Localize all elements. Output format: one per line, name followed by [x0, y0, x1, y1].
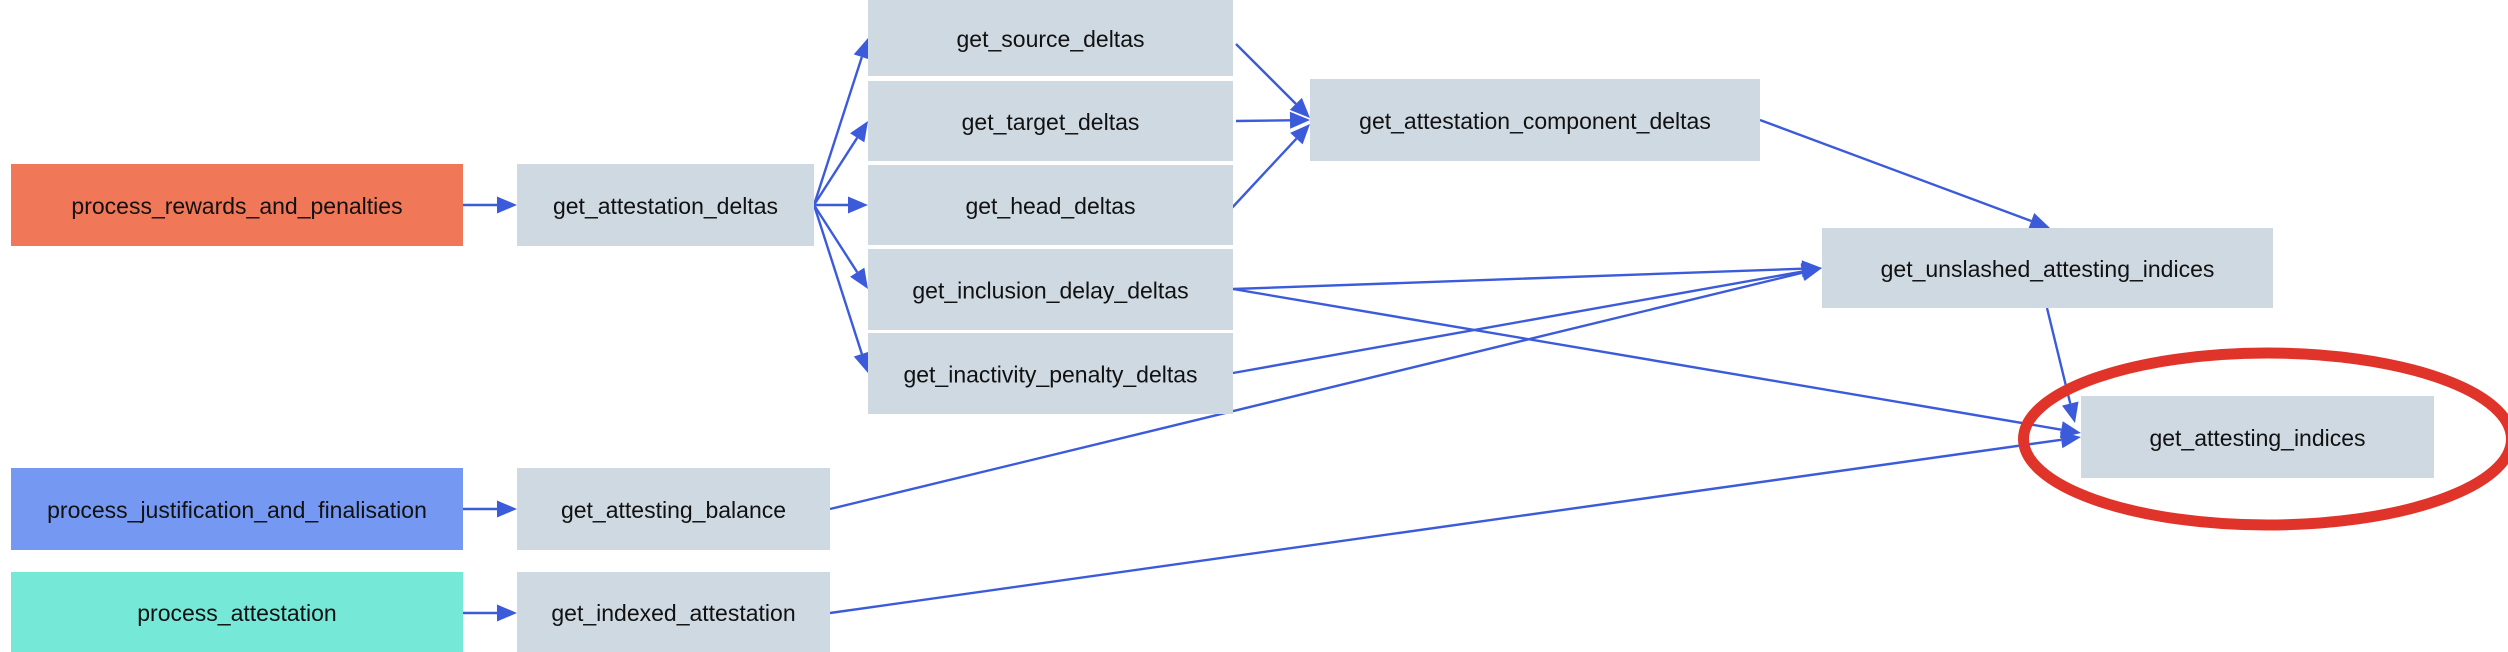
nodes-layer: process_rewards_and_penalties process_jus…: [11, 0, 2434, 652]
arrowhead-icon: [2060, 431, 2081, 449]
node-label: get_inactivity_penalty_deltas: [903, 362, 1197, 388]
arrowhead-icon: [1289, 111, 1310, 129]
node-process-justification-and-finalisation[interactable]: process_justification_and_finalisation: [11, 468, 463, 550]
node-label: get_indexed_attestation: [551, 600, 795, 626]
arrowhead-icon: [853, 351, 870, 373]
node-box: [1822, 228, 2273, 308]
arrowhead-icon: [497, 500, 517, 518]
node-box: [11, 468, 463, 550]
node-box: [868, 249, 1233, 330]
node-get-head-deltas[interactable]: get_head_deltas: [868, 165, 1233, 245]
node-box: [517, 572, 830, 652]
edge-line: [1232, 287, 2062, 431]
node-process-rewards-and-penalties[interactable]: process_rewards_and_penalties: [11, 164, 463, 246]
edge-get_attestation_deltas-to-get_head_deltas: [814, 196, 868, 214]
node-get-target-deltas[interactable]: get_target_deltas: [868, 81, 1233, 161]
arrowhead-icon: [2062, 401, 2079, 423]
edge-line: [1229, 137, 1298, 211]
edge-get_indexed_attestation-to-get_attesting_indices: [829, 431, 2081, 615]
edge-get_attestation_component_deltas-to-get_unslashed_attesting_indices: [1759, 118, 2050, 229]
node-process-attestation[interactable]: process_attestation: [11, 572, 463, 652]
node-get-inclusion-delay-deltas[interactable]: get_inclusion_delay_deltas: [868, 249, 1233, 330]
overlay-layer: [2018, 347, 2508, 531]
node-box: [517, 468, 830, 550]
node-get-source-deltas[interactable]: get_source_deltas: [868, 0, 1233, 76]
node-box: [2081, 396, 2434, 478]
edge-process_justification_and_finalisation-to-get_attesting_balance: [463, 500, 517, 518]
edge-line: [1232, 270, 1803, 375]
edge-get_target_deltas-to-get_attestation_component_deltas: [1235, 111, 1310, 129]
edge-get_attestation_deltas-to-get_inactivity_penalty_deltas: [812, 204, 870, 373]
node-label: process_attestation: [137, 600, 336, 626]
edge-line: [1235, 43, 1297, 105]
arrowhead-icon: [848, 196, 868, 214]
edge-line: [812, 56, 863, 206]
edge-line: [812, 204, 864, 355]
arrowhead-icon: [850, 267, 868, 289]
edge-get_attestation_deltas-to-get_target_deltas: [812, 121, 868, 206]
node-get-attestation-deltas[interactable]: get_attestation_deltas: [517, 164, 814, 246]
node-label: get_attesting_indices: [2149, 425, 2365, 451]
node-label: get_attestation_deltas: [553, 193, 778, 219]
edge-line: [1235, 119, 1291, 123]
arrowhead-icon: [850, 121, 868, 143]
edge-line: [1232, 267, 1803, 291]
node-box: [868, 165, 1233, 245]
node-get-indexed-attestation[interactable]: get_indexed_attestation: [517, 572, 830, 652]
node-label: get_unslashed_attesting_indices: [1881, 256, 2215, 282]
node-get-attestation-component-deltas[interactable]: get_attestation_component_deltas: [1310, 79, 1760, 161]
node-get-inactivity-penalty-deltas[interactable]: get_inactivity_penalty_deltas: [868, 333, 1233, 414]
edge-get_attestation_deltas-to-get_source_deltas: [812, 38, 870, 206]
node-label: get_target_deltas: [962, 109, 1140, 135]
node-label: get_inclusion_delay_deltas: [912, 278, 1188, 304]
node-box: [868, 0, 1233, 76]
edge-get_attestation_deltas-to-get_inclusion_delay_deltas: [812, 204, 868, 289]
edge-line: [812, 137, 859, 206]
node-box: [11, 572, 463, 652]
edge-get_source_deltas-to-get_attestation_component_deltas: [1235, 43, 1310, 118]
arrowhead-icon: [1289, 97, 1310, 118]
edge-get_head_deltas-to-get_attestation_component_deltas: [1229, 124, 1310, 211]
node-box: [517, 164, 814, 246]
node-get-attesting-balance[interactable]: get_attesting_balance: [517, 468, 830, 550]
edge-get_inclusion_delay_deltas-to-get_attesting_indices: [1232, 287, 2081, 439]
edge-line: [829, 271, 1803, 511]
node-box: [868, 333, 1233, 414]
node-label: process_justification_and_finalisation: [47, 497, 427, 523]
edge-line: [812, 204, 859, 273]
node-label: get_attestation_component_deltas: [1359, 108, 1711, 134]
node-box: [1310, 79, 1760, 161]
arrowhead-icon: [2028, 213, 2050, 229]
node-box: [868, 81, 1233, 161]
arrowhead-icon: [1800, 264, 1822, 281]
node-label: process_rewards_and_penalties: [71, 193, 402, 219]
edge-process_rewards_and_penalties-to-get_attestation_deltas: [463, 196, 517, 214]
arrowhead-icon: [497, 604, 517, 622]
node-label: get_source_deltas: [957, 26, 1145, 52]
node-label: get_head_deltas: [965, 193, 1135, 219]
edge-get_attesting_balance-to-get_unslashed_attesting_indices: [829, 264, 1822, 511]
node-box: [11, 164, 463, 246]
arrowhead-icon: [853, 38, 870, 60]
node-get-unslashed-attesting-indices[interactable]: get_unslashed_attesting_indices: [1822, 228, 2273, 308]
arrowhead-icon: [497, 196, 517, 214]
arrowhead-icon: [1290, 124, 1310, 145]
edge-get_unslashed_attesting_indices-to-get_attesting_indices: [2045, 307, 2079, 423]
edge-line: [829, 438, 2062, 615]
edge-line: [1759, 118, 2032, 223]
node-label: get_attesting_balance: [561, 497, 786, 523]
node-get-attesting-indices[interactable]: get_attesting_indices: [2081, 396, 2434, 478]
edge-process_attestation-to-get_indexed_attestation: [463, 604, 517, 622]
edges-layer: [463, 38, 2081, 622]
highlight-circle: [2018, 347, 2508, 531]
